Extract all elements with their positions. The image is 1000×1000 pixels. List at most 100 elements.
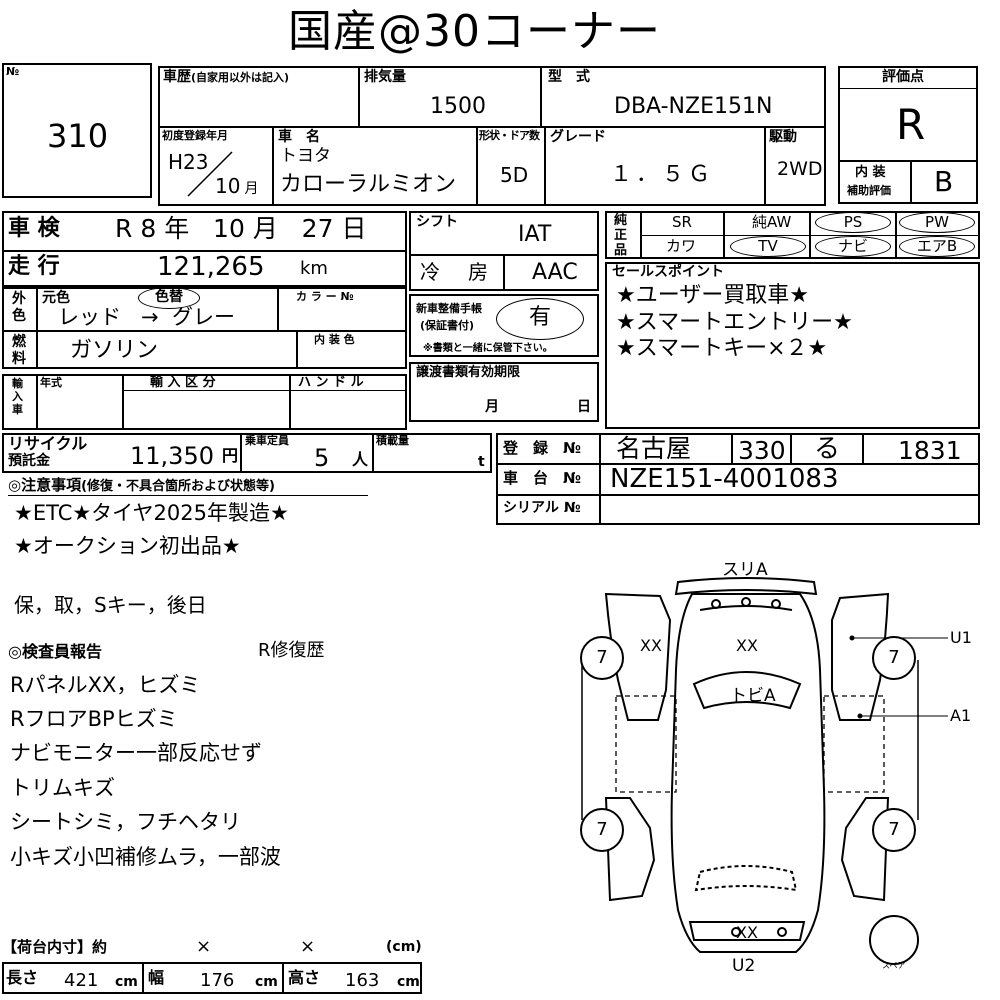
inspection-box xyxy=(2,211,407,287)
transfer-month-unit: 月 xyxy=(485,399,499,415)
cargo-x1: × xyxy=(196,936,212,957)
cargo-height-cm: cm xyxy=(397,974,420,990)
service-book-badge: 有 xyxy=(496,298,584,340)
capacity-label: 乗車定員 xyxy=(245,434,289,447)
color-no-label: カ ラ ー № xyxy=(296,290,354,303)
interior-label-2: 補助評価 xyxy=(847,184,891,197)
equip-navi: ナビ xyxy=(815,236,891,257)
mileage-unit: km xyxy=(300,258,328,279)
notes-label: ◎注意事項(修復・不具合箇所および状態等) xyxy=(8,476,275,494)
inspector-repair: R修復歴 xyxy=(258,640,325,661)
inspection-date: R 8 年 10 月 27 日 xyxy=(115,214,367,243)
car-name-label: 車 名 xyxy=(278,129,320,145)
orig-color-label: 元色 xyxy=(42,290,70,306)
cargo-length-label: 長さ xyxy=(6,968,39,987)
inspector-line-1: RパネルXX，ヒズミ xyxy=(10,673,201,697)
transfer-docs-label: 譲渡書類有効期限 xyxy=(416,365,521,380)
cargo-width: 176 xyxy=(200,970,235,991)
registration-area: 名古屋 xyxy=(616,434,692,463)
interior-rating-value: B xyxy=(934,165,954,198)
fuel-value: ガソリン xyxy=(70,338,159,363)
recycle-value: 11,350 xyxy=(130,442,214,470)
service-book-label-1: 新車整備手帳 xyxy=(416,302,482,315)
equip-sr: SR xyxy=(672,213,692,231)
sales-point-3: ★スマートキー×２★ xyxy=(616,336,828,361)
load-unit: t xyxy=(478,454,485,470)
repaint-badge: 色替 xyxy=(138,287,200,309)
first-reg-label: 初度登録年月 xyxy=(162,129,228,142)
tire-front-right: 7 xyxy=(872,636,916,680)
diagram-front-label: スリA xyxy=(722,560,768,580)
lot-no-label: № xyxy=(6,65,20,78)
service-book-box xyxy=(409,294,599,357)
tire-rear-right: 7 xyxy=(872,808,916,852)
inspector-line-2: RフロアBPヒズミ xyxy=(10,707,178,731)
recycle-label-2: 預託金 xyxy=(8,453,50,469)
cargo-label: 【荷台内寸】約 xyxy=(2,938,108,956)
chassis-value: NZE151-4001083 xyxy=(610,464,839,494)
serial-label: シリアル № xyxy=(503,500,581,516)
inspection-label: 車 検 xyxy=(8,216,60,241)
registration-box xyxy=(496,433,980,525)
shift-label: シフト xyxy=(416,214,458,230)
car-damage-diagram xyxy=(581,577,948,965)
import-side-label: 輸入車 xyxy=(12,377,23,416)
inspector-line-4: トリムキズ xyxy=(10,776,115,800)
transfer-docs-box xyxy=(409,362,599,422)
lot-number: 310 xyxy=(47,117,109,155)
model-label: 型 式 xyxy=(548,69,590,85)
car-name-value: カローラルミオン xyxy=(280,172,457,197)
service-book-note: ※書類と一緒に保管下さい。 xyxy=(423,343,553,354)
body-type-value: 5D xyxy=(500,163,529,187)
displacement-value: 1500 xyxy=(430,94,486,119)
load-label: 積載量 xyxy=(376,434,409,447)
capacity-unit: 人 xyxy=(352,450,369,469)
history-label: 車歴(自家用以外は記入) xyxy=(163,69,290,85)
recycle-unit: 円 xyxy=(222,446,239,465)
page-title: 国産@30コーナー xyxy=(288,6,661,57)
diagram-hood-label: XX xyxy=(736,636,758,655)
color-fuel-box xyxy=(2,287,407,369)
equip-pw: PW xyxy=(899,212,975,233)
fuel-side-label: 燃料 xyxy=(12,334,26,367)
sales-points-label: セールスポイント xyxy=(612,264,724,280)
registration-class: 330 xyxy=(738,436,786,465)
date-slash xyxy=(187,151,233,197)
inspector-label: ◎検査員報告 xyxy=(8,642,102,661)
mileage-label: 走 行 xyxy=(8,254,60,279)
diagram-rear-label: U2 xyxy=(732,956,756,976)
drive-value: 2WD xyxy=(777,158,823,180)
grade-label: グレード xyxy=(550,129,606,145)
sales-point-1: ★ユーザー買取車★ xyxy=(616,283,810,308)
cargo-box xyxy=(2,962,422,994)
notes-line-1: ★ETC★タイヤ2025年製造★ xyxy=(14,501,289,525)
first-reg-year: H23 xyxy=(168,150,209,174)
interior-label-1: 内 装 xyxy=(855,165,886,180)
import-category-label: 輸 入 区 分 xyxy=(150,375,216,390)
shift-value: IAT xyxy=(518,222,552,247)
equip-ps: PS xyxy=(815,212,891,233)
cargo-x2: × xyxy=(300,936,316,957)
tire-rear-left: 7 xyxy=(580,808,624,852)
notes-line-2: ★オークション初出品★ xyxy=(14,534,241,558)
cargo-height-label: 高さ xyxy=(288,968,321,987)
equipment-box xyxy=(605,211,980,259)
sales-point-2: ★スマートエントリー★ xyxy=(616,310,853,335)
cargo-width-label: 幅 xyxy=(148,968,165,987)
equipment-side-label: 純正品 xyxy=(614,213,628,258)
cargo-unit: (cm) xyxy=(386,939,422,955)
cargo-length-cm: cm xyxy=(115,974,138,990)
diagram-spare-label: スペア xyxy=(882,961,906,970)
drive-label: 駆動 xyxy=(769,129,797,145)
import-year-label: 年式 xyxy=(40,376,62,389)
equip-tv: TV xyxy=(730,236,806,257)
import-box xyxy=(2,374,407,430)
capacity-value: 5 xyxy=(314,444,330,472)
registration-kana: る xyxy=(814,434,841,464)
equip-airbag: エアB xyxy=(899,236,975,257)
exterior-color-side-label: 外色 xyxy=(12,291,26,324)
model-value: DBA-NZE151N xyxy=(614,94,773,119)
vehicle-header-box xyxy=(158,66,826,206)
equip-leather: カワ xyxy=(666,237,697,255)
